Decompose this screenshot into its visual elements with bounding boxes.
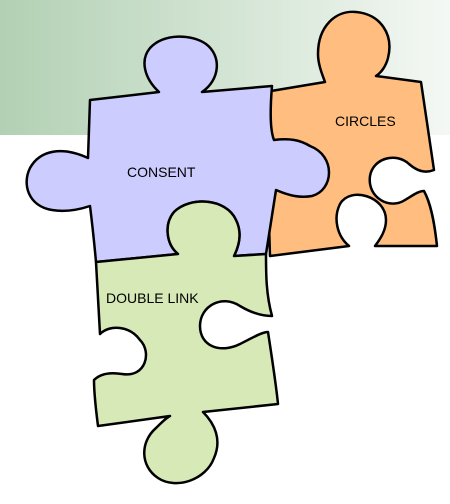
consent-label: CONSENT [127, 164, 196, 180]
double-link-piece-shape [92, 200, 280, 485]
circles-label: CIRCLES [335, 113, 396, 129]
double-link-label: DOUBLE LINK [106, 290, 199, 306]
puzzle-piece-double-link: DOUBLE LINK [92, 200, 280, 485]
puzzle-piece-consent: CONSENT [25, 35, 331, 264]
circles-piece-shape [263, 10, 439, 258]
puzzle-piece-circles: CIRCLES [263, 10, 439, 258]
